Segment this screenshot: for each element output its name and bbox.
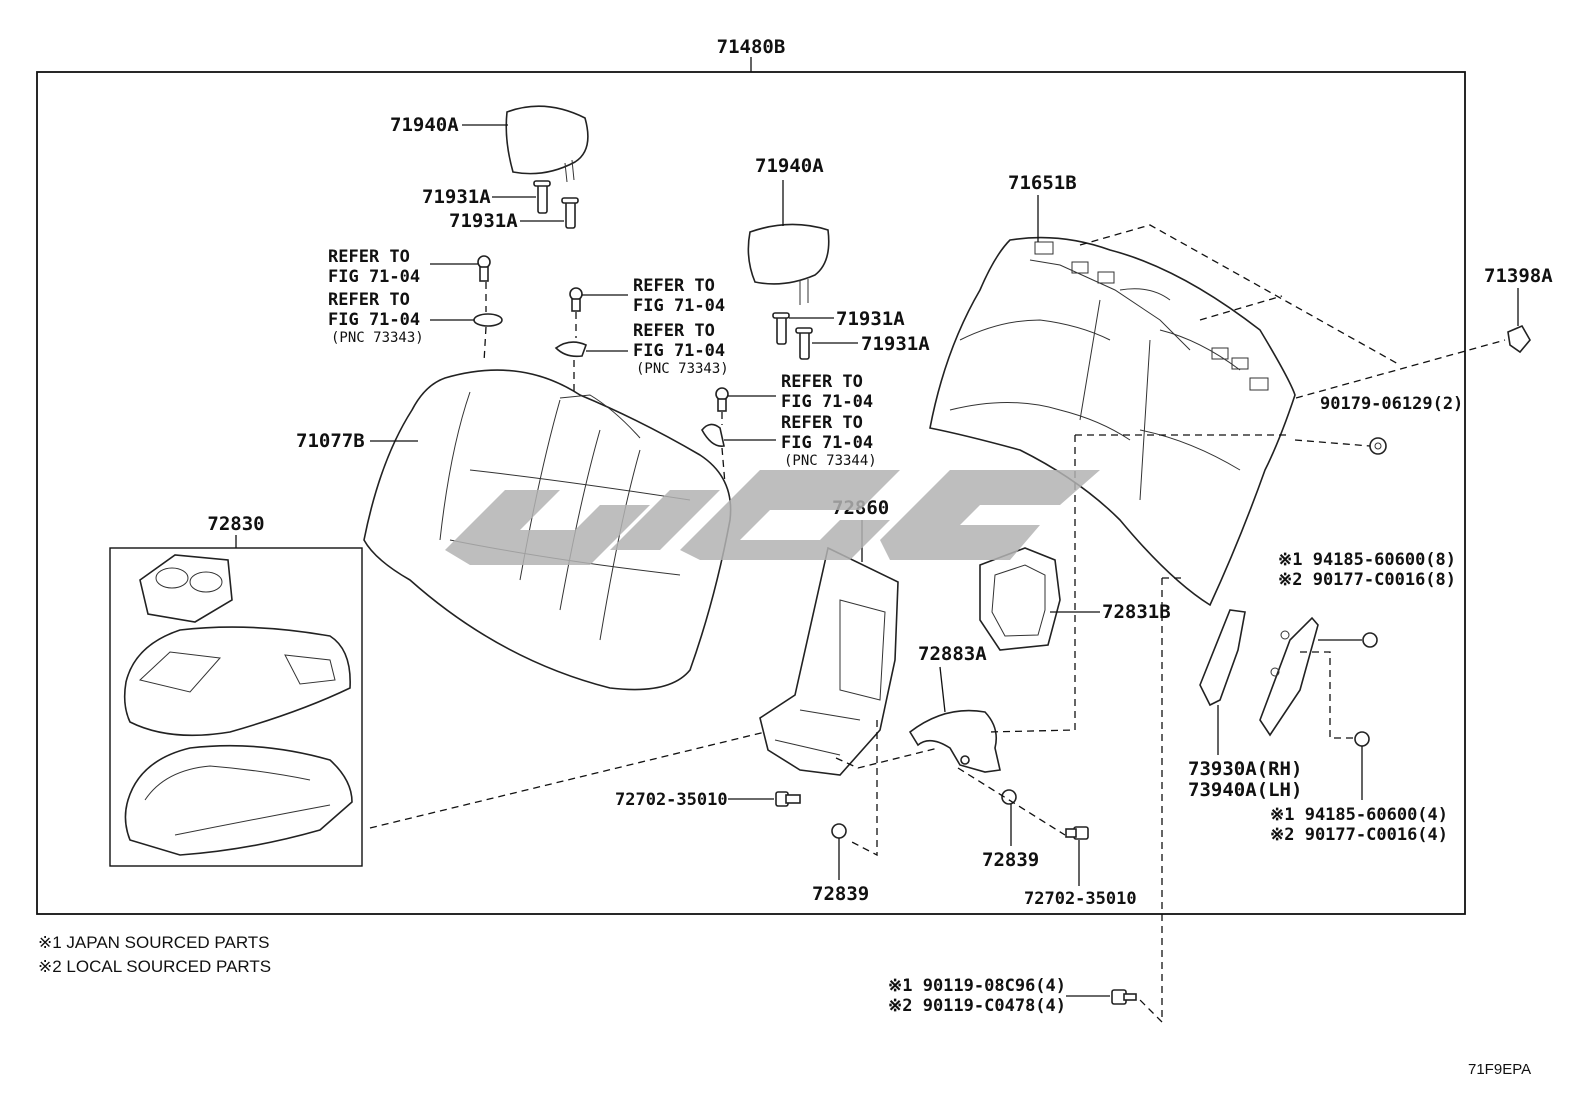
armrest-hinge-drawing: [759, 546, 899, 776]
ref-6-line-c[interactable]: (PNC 73344): [784, 453, 877, 469]
ref-4-line-a[interactable]: REFER TO: [633, 321, 715, 341]
bolt-right-label[interactable]: 72702-35010: [1024, 889, 1137, 909]
sourced-lower-2[interactable]: ※2 90177-C0016(4): [1270, 825, 1448, 845]
guide-lines: [369, 224, 1506, 1024]
headrest-right-label[interactable]: 71940A: [755, 155, 824, 177]
nut-left-label[interactable]: 72839: [812, 883, 869, 905]
seat-lock-drawing: [1199, 609, 1319, 737]
screw-icon: [701, 387, 729, 447]
headrest-left-label[interactable]: 71940A: [390, 114, 459, 136]
armrest-assy-label[interactable]: 72830: [207, 513, 264, 535]
seatback-cover-drawing: [363, 369, 732, 691]
lock-striker-label[interactable]: 71398A: [1484, 265, 1553, 287]
headrest-support-icon: [772, 312, 813, 360]
screw-icon: [473, 255, 503, 327]
ref-4-line-b[interactable]: FIG 71-04: [633, 341, 725, 361]
sourced-bottom-1[interactable]: ※1 90119-08C96(4): [888, 976, 1066, 996]
ref-2-line-c[interactable]: (PNC 73343): [331, 330, 424, 346]
nut-icon: [831, 823, 847, 839]
cup-holder-drawing: [139, 554, 233, 623]
armrest-frame-label[interactable]: 72831B: [1102, 601, 1171, 623]
seat-lock-lh-label[interactable]: 73940A(LH): [1188, 779, 1302, 801]
seatback-frame-drawing: [929, 236, 1296, 607]
screw-icon: [554, 287, 588, 358]
footnote-2: ※2 LOCAL SOURCED PARTS: [38, 957, 271, 976]
armrest-bracket-label[interactable]: 72883A: [918, 643, 987, 665]
sourced-lower-1[interactable]: ※1 94185-60600(4): [1270, 805, 1448, 825]
bolt-icon: [1065, 826, 1089, 840]
watermark-logo: [445, 470, 1100, 565]
sourced-upper-1[interactable]: ※1 94185-60600(8): [1278, 550, 1456, 570]
sourced-bottom-2[interactable]: ※2 90119-C0478(4): [888, 996, 1066, 1016]
ref-1-line-b[interactable]: FIG 71-04: [328, 267, 420, 287]
bolt-left-label[interactable]: 72702-35010: [615, 790, 728, 810]
ref-1-line-a[interactable]: REFER TO: [328, 247, 410, 267]
seat-lock-rh-label[interactable]: 73930A(RH): [1188, 758, 1302, 780]
footnote-1: ※1 JAPAN SOURCED PARTS: [38, 933, 270, 952]
headrest-left-drawing: [505, 105, 589, 183]
ref-5-line-b[interactable]: FIG 71-04: [781, 392, 873, 412]
headrest-support-label-4[interactable]: 71931A: [861, 333, 930, 355]
armrest-base-drawing: [124, 744, 353, 856]
ref-3-line-b[interactable]: FIG 71-04: [633, 296, 725, 316]
sourced-upper-2[interactable]: ※2 90177-C0016(8): [1278, 570, 1456, 590]
headrest-support-label-1[interactable]: 71931A: [422, 186, 491, 208]
ref-6-line-a[interactable]: REFER TO: [781, 413, 863, 433]
bolt-icon: [775, 791, 801, 807]
armrest-frame-drawing: [979, 547, 1061, 651]
ref-2-line-a[interactable]: REFER TO: [328, 290, 410, 310]
bolt-icon: [1111, 989, 1137, 1005]
headrest-support-label-2[interactable]: 71931A: [449, 210, 518, 232]
nut-icon: [1354, 632, 1378, 747]
ref-2-line-b[interactable]: FIG 71-04: [328, 310, 420, 330]
nut-icon: [1369, 437, 1387, 455]
ref-3-line-a[interactable]: REFER TO: [633, 276, 715, 296]
nut-icon: [1001, 789, 1017, 805]
ref-5-line-a[interactable]: REFER TO: [781, 372, 863, 392]
armrest-cover-drawing: [123, 626, 351, 737]
headrest-support-label-3[interactable]: 71931A: [836, 308, 905, 330]
assembly-label[interactable]: 71480B: [717, 36, 786, 58]
seatback-frame-label[interactable]: 71651B: [1008, 172, 1077, 194]
seatback-cover-label[interactable]: 71077B: [296, 430, 365, 452]
headrest-support-icon: [533, 180, 579, 229]
armrest-bracket-drawing: [908, 709, 1001, 773]
nut-right-label[interactable]: 72839: [982, 849, 1039, 871]
lock-striker-icon: [1507, 324, 1531, 354]
ref-6-line-b[interactable]: FIG 71-04: [781, 433, 873, 453]
figure-code: 71F9EPA: [1468, 1061, 1531, 1078]
headrest-right-drawing: [747, 223, 830, 305]
nut-90179-label[interactable]: 90179-06129(2): [1320, 394, 1463, 414]
ref-4-line-c[interactable]: (PNC 73343): [636, 361, 729, 377]
